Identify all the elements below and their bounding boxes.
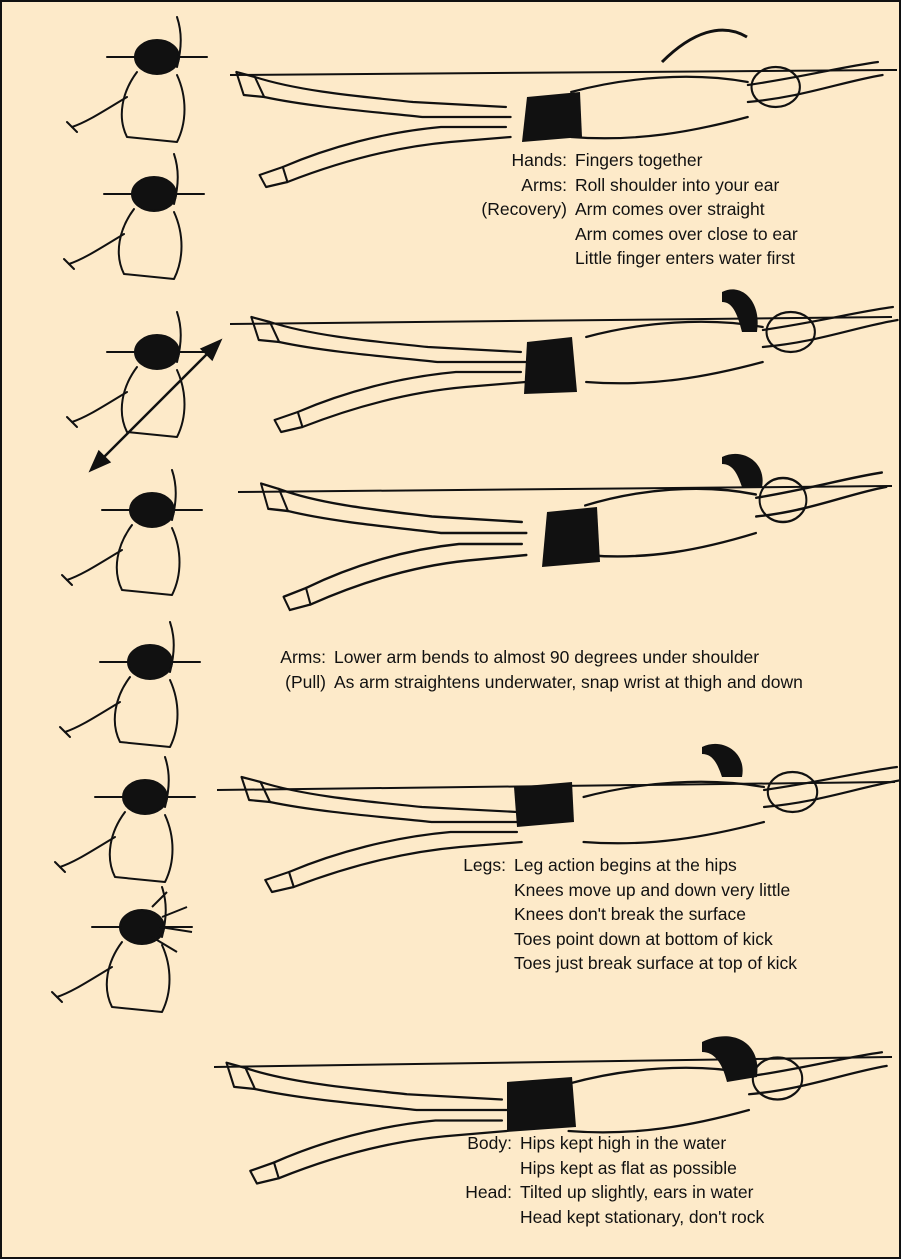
swimmer-figure-pull bbox=[238, 454, 892, 610]
instruction-label bbox=[450, 1156, 520, 1181]
instruction-row: Arms:Roll shoulder into your ear bbox=[457, 173, 798, 198]
instruction-label: (Recovery) bbox=[457, 197, 575, 222]
front-view-swimmer-7 bbox=[52, 887, 192, 1012]
instruction-text: Hips kept high in the water bbox=[520, 1131, 726, 1156]
instruction-text: Hips kept as flat as possible bbox=[520, 1156, 737, 1181]
instruction-text: Lower arm bends to almost 90 degrees und… bbox=[334, 645, 759, 670]
instruction-label bbox=[450, 1205, 520, 1230]
instruction-row: Toes just break surface at top of kick bbox=[454, 951, 797, 976]
legs-instructions: Legs:Leg action begins at the hips Knees… bbox=[454, 853, 797, 976]
instruction-row: Knees don't break the surface bbox=[454, 902, 797, 927]
instruction-label bbox=[454, 927, 514, 952]
pull-instructions: Arms:Lower arm bends to almost 90 degree… bbox=[260, 645, 803, 694]
instruction-row: Toes point down at bottom of kick bbox=[454, 927, 797, 952]
instruction-label bbox=[457, 246, 575, 271]
instruction-row: Arms:Lower arm bends to almost 90 degree… bbox=[260, 645, 803, 670]
instruction-row: Legs:Leg action begins at the hips bbox=[454, 853, 797, 878]
instruction-text: Arm comes over close to ear bbox=[575, 222, 798, 247]
instruction-text: As arm straightens underwater, snap wris… bbox=[334, 670, 803, 695]
instruction-text: Fingers together bbox=[575, 148, 702, 173]
instruction-text: Roll shoulder into your ear bbox=[575, 173, 779, 198]
instruction-text: Arm comes over straight bbox=[575, 197, 765, 222]
instruction-row: Hips kept as flat as possible bbox=[450, 1156, 764, 1181]
instruction-label bbox=[457, 222, 575, 247]
instruction-label: Legs: bbox=[454, 853, 514, 878]
instruction-label bbox=[454, 951, 514, 976]
instruction-row: (Recovery)Arm comes over straight bbox=[457, 197, 798, 222]
front-view-swimmer-5 bbox=[60, 622, 200, 747]
instruction-text: Toes point down at bottom of kick bbox=[514, 927, 773, 952]
instruction-row: Body:Hips kept high in the water bbox=[450, 1131, 764, 1156]
front-view-swimmer-4 bbox=[62, 470, 202, 595]
instruction-label: Arms: bbox=[260, 645, 334, 670]
instruction-row: Head:Tilted up slightly, ears in water bbox=[450, 1180, 764, 1205]
instruction-row: (Pull)As arm straightens underwater, sna… bbox=[260, 670, 803, 695]
instruction-row: Little finger enters water first bbox=[457, 246, 798, 271]
front-view-swimmer-1 bbox=[67, 17, 207, 142]
instruction-text: Little finger enters water first bbox=[575, 246, 795, 271]
instruction-row: Knees move up and down very little bbox=[454, 878, 797, 903]
instruction-text: Toes just break surface at top of kick bbox=[514, 951, 797, 976]
instruction-row: Arm comes over close to ear bbox=[457, 222, 798, 247]
instruction-row: Hands:Fingers together bbox=[457, 148, 798, 173]
instruction-label: Body: bbox=[450, 1131, 520, 1156]
recovery-instructions: Hands:Fingers together Arms:Roll shoulde… bbox=[457, 148, 798, 271]
front-view-swimmer-6 bbox=[55, 757, 195, 882]
instruction-text: Head kept stationary, don't rock bbox=[520, 1205, 764, 1230]
instruction-label: Arms: bbox=[457, 173, 575, 198]
instruction-label: Hands: bbox=[457, 148, 575, 173]
instruction-text: Tilted up slightly, ears in water bbox=[520, 1180, 753, 1205]
instruction-row: Head kept stationary, don't rock bbox=[450, 1205, 764, 1230]
front-view-swimmer-2 bbox=[64, 154, 204, 279]
instruction-label: (Pull) bbox=[260, 670, 334, 695]
instruction-text: Knees don't break the surface bbox=[514, 902, 746, 927]
body-head-instructions: Body:Hips kept high in the water Hips ke… bbox=[450, 1131, 764, 1229]
instruction-label bbox=[454, 902, 514, 927]
instruction-text: Knees move up and down very little bbox=[514, 878, 790, 903]
instruction-label: Head: bbox=[450, 1180, 520, 1205]
instruction-label bbox=[454, 878, 514, 903]
swimmer-figure-catch bbox=[230, 289, 898, 432]
instruction-text: Leg action begins at the hips bbox=[514, 853, 737, 878]
